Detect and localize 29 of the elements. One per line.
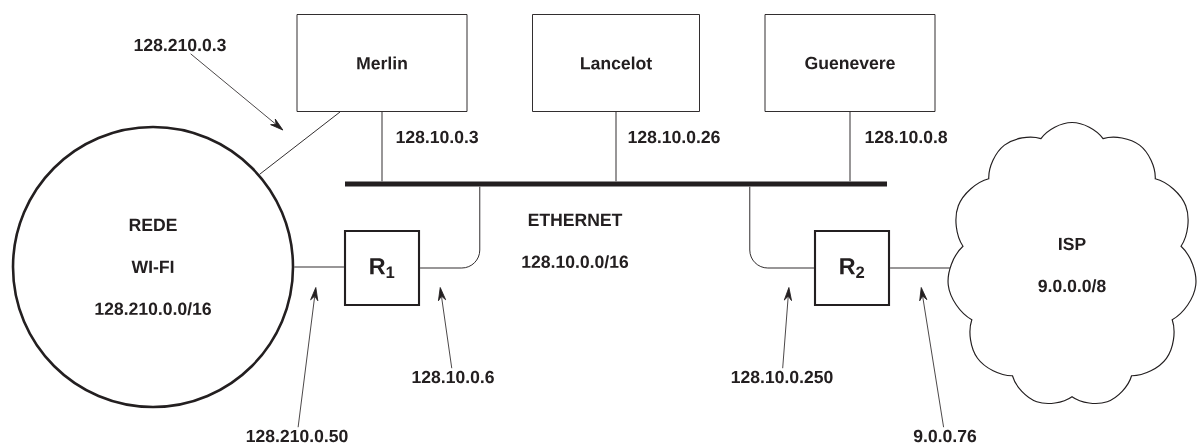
host-box: Guenevere <box>764 14 936 112</box>
address-label: 128.10.0.8 <box>865 130 948 144</box>
connection-line <box>259 111 341 175</box>
address-label: 128.210.0.3 <box>134 38 226 52</box>
connection-line <box>849 111 851 182</box>
leader-line <box>438 287 453 369</box>
address-label: 128.10.0.6 <box>412 370 494 384</box>
leader-line <box>297 287 319 428</box>
leader-line <box>782 287 792 369</box>
leader-line <box>919 287 944 428</box>
connection-line <box>293 266 345 268</box>
leader-line <box>190 53 284 131</box>
address-label: 128.10.0.3 <box>396 130 478 144</box>
ethernet-bus <box>345 181 887 187</box>
connection-line <box>749 186 815 269</box>
network-label: ETHERNET 128.10.0.0/16 <box>522 213 629 269</box>
router-box: R$_{1}$ <box>343 229 421 307</box>
connection-line <box>419 186 481 269</box>
connection-line <box>615 111 617 182</box>
address-label: 128.210.0.50 <box>246 429 348 443</box>
host-box: Merlin <box>296 14 468 112</box>
network-cloud: ISP 9.0.0.0/8 <box>947 121 1197 405</box>
router-box: R$_{2}$ <box>813 229 891 307</box>
connection-line <box>889 267 951 269</box>
address-label: 128.10.0.26 <box>628 130 720 144</box>
address-label: 9.0.0.76 <box>913 429 977 443</box>
connection-line <box>381 111 383 182</box>
address-label: 128.10.0.250 <box>731 370 833 384</box>
host-box: Lancelot <box>532 14 700 112</box>
